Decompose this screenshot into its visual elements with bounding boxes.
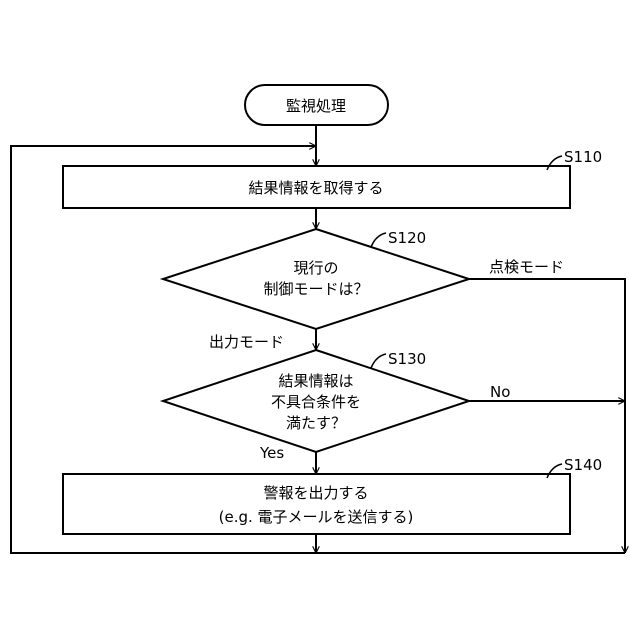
s130-right-label: No [490,383,510,401]
s120-right-label: 点検モード [489,258,564,276]
s110-step-id: S110 [564,148,602,166]
s130-text-line3: 満たす？ [286,414,346,432]
s140-step-id: S140 [564,456,602,474]
s140-text-line2: (e.g. 電子メールを送信する) [219,508,414,526]
s120-step-id: S120 [388,229,426,247]
s130-leader [371,354,386,368]
s120-text-line1: 現行の [293,259,338,277]
s120-text-line2: 制御モードは？ [263,280,368,298]
s130-step-id: S130 [388,350,426,368]
s140-text-line1: 警報を出力する [263,484,368,502]
start-label: 監視処理 [286,97,346,115]
s120-leader [371,233,386,247]
s130-text-line2: 不具合条件を [271,393,361,411]
s130-text-line1: 結果情報は [278,372,353,390]
s130-down-label: Yes [259,444,284,462]
s120-down-label: 出力モード [209,333,284,351]
s110-text: 結果情報を取得する [248,179,383,197]
